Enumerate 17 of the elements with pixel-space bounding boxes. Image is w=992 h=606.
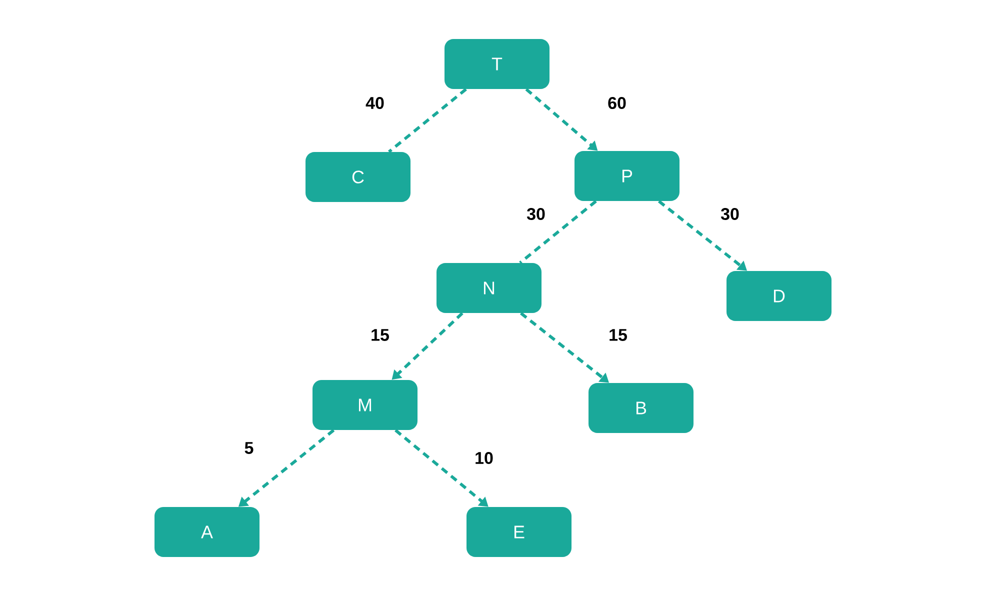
- edge-label: 30: [720, 206, 740, 222]
- node-box: E: [466, 507, 572, 557]
- edge-label: 15: [370, 328, 390, 342]
- edge-label: 15: [608, 328, 628, 342]
- node-box: D: [726, 271, 832, 321]
- node-box: N: [436, 263, 542, 313]
- edge-label: 5: [243, 441, 255, 455]
- node-box: P: [574, 151, 680, 201]
- node-box: B: [588, 383, 694, 433]
- edge-label: 60: [606, 96, 628, 110]
- node-box: M: [312, 380, 418, 430]
- edge-label: 10: [474, 451, 494, 466]
- node-box: C: [306, 152, 410, 202]
- edge-label: 30: [526, 206, 546, 222]
- edge-label: 40: [364, 96, 386, 110]
- node-box: T: [444, 39, 550, 89]
- node-box: A: [154, 507, 260, 557]
